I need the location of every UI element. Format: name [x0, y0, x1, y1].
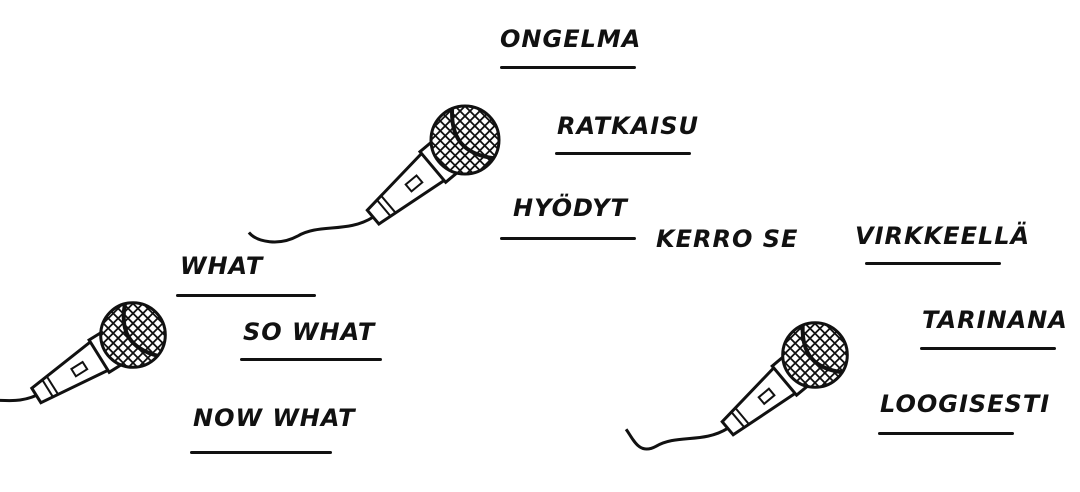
- microphone-mesh-line: [100, 340, 128, 368]
- handle-grip-line: [380, 195, 397, 214]
- microphone-mesh-line: [795, 335, 843, 383]
- underline: [500, 237, 636, 240]
- microphone-icon: [247, 104, 501, 244]
- microphone-head: [99, 301, 167, 369]
- microphone-head-band: [121, 303, 158, 358]
- underline: [176, 294, 316, 297]
- handle-grip-line: [41, 378, 54, 398]
- microphone-cable: [624, 427, 729, 451]
- label-loogisesti: LOOGISESTI: [880, 390, 1051, 418]
- microphone-mesh-line: [448, 109, 496, 157]
- microphone-icon: [0, 301, 167, 405]
- handle-grip-line: [375, 199, 392, 218]
- microphone-cable: [0, 394, 37, 403]
- label-ongelma: ONGELMA: [500, 25, 642, 53]
- underline: [190, 451, 332, 454]
- underline: [240, 358, 382, 361]
- microphone-cable: [247, 215, 374, 244]
- microphone-mesh-line: [786, 326, 832, 372]
- microphone-mesh-line: [431, 131, 474, 174]
- underline: [500, 66, 636, 69]
- label-tarinana: TARINANA: [922, 306, 1068, 334]
- label-what: WHAT: [180, 252, 264, 280]
- microphone-head: [429, 104, 501, 176]
- microphone-switch: [70, 360, 89, 378]
- handle-grip-line: [46, 375, 59, 395]
- handle-grip-line: [730, 411, 746, 429]
- microphone-icon: [624, 321, 849, 451]
- microphone-mesh-line: [449, 124, 497, 172]
- microphone-mesh-line: [108, 310, 156, 358]
- microphone-head: [781, 321, 849, 389]
- microphone-switch: [757, 387, 776, 406]
- microphone-mesh-line: [100, 330, 138, 368]
- microphone-mesh-line: [790, 330, 838, 378]
- underline: [920, 347, 1056, 350]
- microphone-mesh-line: [430, 140, 465, 175]
- microphone-mesh-line: [110, 310, 158, 358]
- microphone-mesh-line: [782, 350, 820, 388]
- microphone-mesh-line: [434, 109, 482, 157]
- microphone-head-band: [450, 109, 494, 161]
- microphone-mesh-line: [433, 124, 481, 172]
- label-kerro-se: KERRO SE: [656, 225, 799, 253]
- underline: [555, 152, 691, 155]
- underline: [878, 432, 1014, 435]
- microphone-mesh-line: [113, 315, 161, 363]
- microphone-mesh-line: [798, 326, 844, 372]
- microphone-mesh-line: [128, 330, 166, 368]
- microphone-mesh-line: [820, 360, 848, 388]
- label-so-what: SO WHAT: [243, 318, 376, 346]
- microphone-mesh-line: [782, 360, 810, 388]
- underline: [865, 262, 1001, 265]
- microphone-mesh-line: [438, 113, 488, 163]
- microphone-head-band: [800, 325, 843, 375]
- handle-grip-line: [734, 407, 750, 425]
- microphone-mesh-line: [455, 106, 499, 150]
- label-hyodyt: HYÖDYT: [513, 194, 628, 222]
- label-ratkaisu: RATKAISU: [557, 112, 700, 140]
- label-now-what: NOW WHAT: [193, 404, 356, 432]
- microphone-switch: [404, 174, 424, 193]
- microphone-mesh-line: [443, 118, 493, 168]
- label-virkkeella: VIRKKEELLÄ: [855, 222, 1031, 250]
